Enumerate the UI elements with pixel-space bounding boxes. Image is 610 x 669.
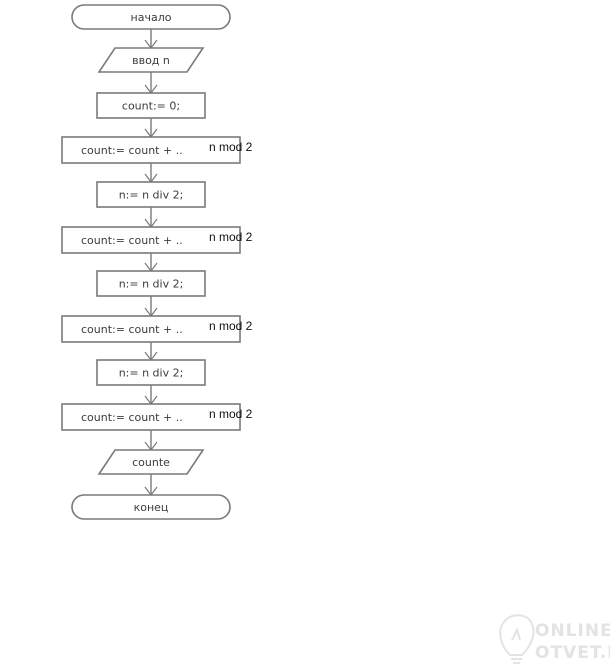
node-output-shape (97, 449, 205, 475)
node-add-1: count:= count + .. n mod 2 (61, 136, 253, 164)
node-div-1-label: n:= n div 2; (119, 189, 184, 202)
node-div-2: n:= n div 2; (96, 270, 206, 297)
edge-input-n-to-init (144, 72, 158, 94)
node-add-4-shape (61, 403, 241, 431)
edge-add-3-to-div-3 (144, 342, 158, 361)
node-add-2-shape (61, 226, 241, 254)
flowchart-nodes: начало ввод n count:= 0; count:= count + ..… (61, 4, 253, 520)
node-div-1-shape (96, 181, 206, 208)
node-end-label: конец (134, 501, 169, 514)
lightbulb-icon (499, 614, 535, 664)
edge-div-2-to-add-3 (144, 296, 158, 317)
node-input-n: ввод n (97, 47, 205, 73)
node-init-label: count:= 0; (122, 100, 180, 113)
node-add-2-overlay-label: n mod 2 (209, 230, 253, 244)
node-add-3: count:= count + .. n mod 2 (61, 315, 253, 343)
node-add-2-label: count:= count + .. (81, 234, 183, 247)
node-div-3-shape (96, 359, 206, 386)
node-init: count:= 0; (96, 92, 206, 119)
node-start-label: начало (131, 11, 172, 24)
node-add-3-shape (61, 315, 241, 343)
node-end: конец (71, 494, 231, 520)
node-div-2-label: n:= n div 2; (119, 278, 184, 291)
node-div-3-label: n:= n div 2; (119, 367, 184, 380)
node-add-4-overlay-label: n mod 2 (209, 407, 253, 421)
watermark-line1: ONLINE (535, 621, 610, 641)
edge-init-to-add-1 (144, 118, 158, 138)
node-add-4: count:= count + .. n mod 2 (61, 403, 253, 431)
node-add-2: count:= count + .. n mod 2 (61, 226, 253, 254)
node-add-1-label: count:= count + .. (81, 144, 183, 157)
edge-add-2-to-div-2 (144, 253, 158, 272)
node-start: начало (71, 4, 231, 30)
node-add-3-label: count:= count + .. (81, 323, 183, 336)
watermark: ONLINE OTVET.RU (499, 614, 610, 664)
node-input-n-shape (97, 47, 205, 73)
edge-start-to-input-n (144, 29, 158, 49)
edge-add-1-to-div-1 (144, 163, 158, 183)
node-start-shape (71, 4, 231, 30)
node-add-3-overlay-label: n mod 2 (209, 319, 253, 333)
node-end-shape (71, 494, 231, 520)
node-div-3: n:= n div 2; (96, 359, 206, 386)
node-init-shape (96, 92, 206, 119)
edge-add-4-to-output (144, 430, 158, 451)
node-add-1-overlay-label: n mod 2 (209, 140, 253, 154)
node-add-4-label: count:= count + .. (81, 411, 183, 424)
watermark-line2: OTVET.RU (535, 643, 610, 663)
node-div-1: n:= n div 2; (96, 181, 206, 208)
edge-output-to-end (144, 474, 158, 496)
node-output: counte (97, 449, 205, 475)
edge-div-3-to-add-4 (144, 385, 158, 405)
node-output-label: counte (132, 456, 170, 469)
node-input-n-label: ввод n (132, 54, 170, 67)
node-add-1-shape (61, 136, 241, 164)
edge-div-1-to-add-2 (144, 207, 158, 228)
node-div-2-shape (96, 270, 206, 297)
